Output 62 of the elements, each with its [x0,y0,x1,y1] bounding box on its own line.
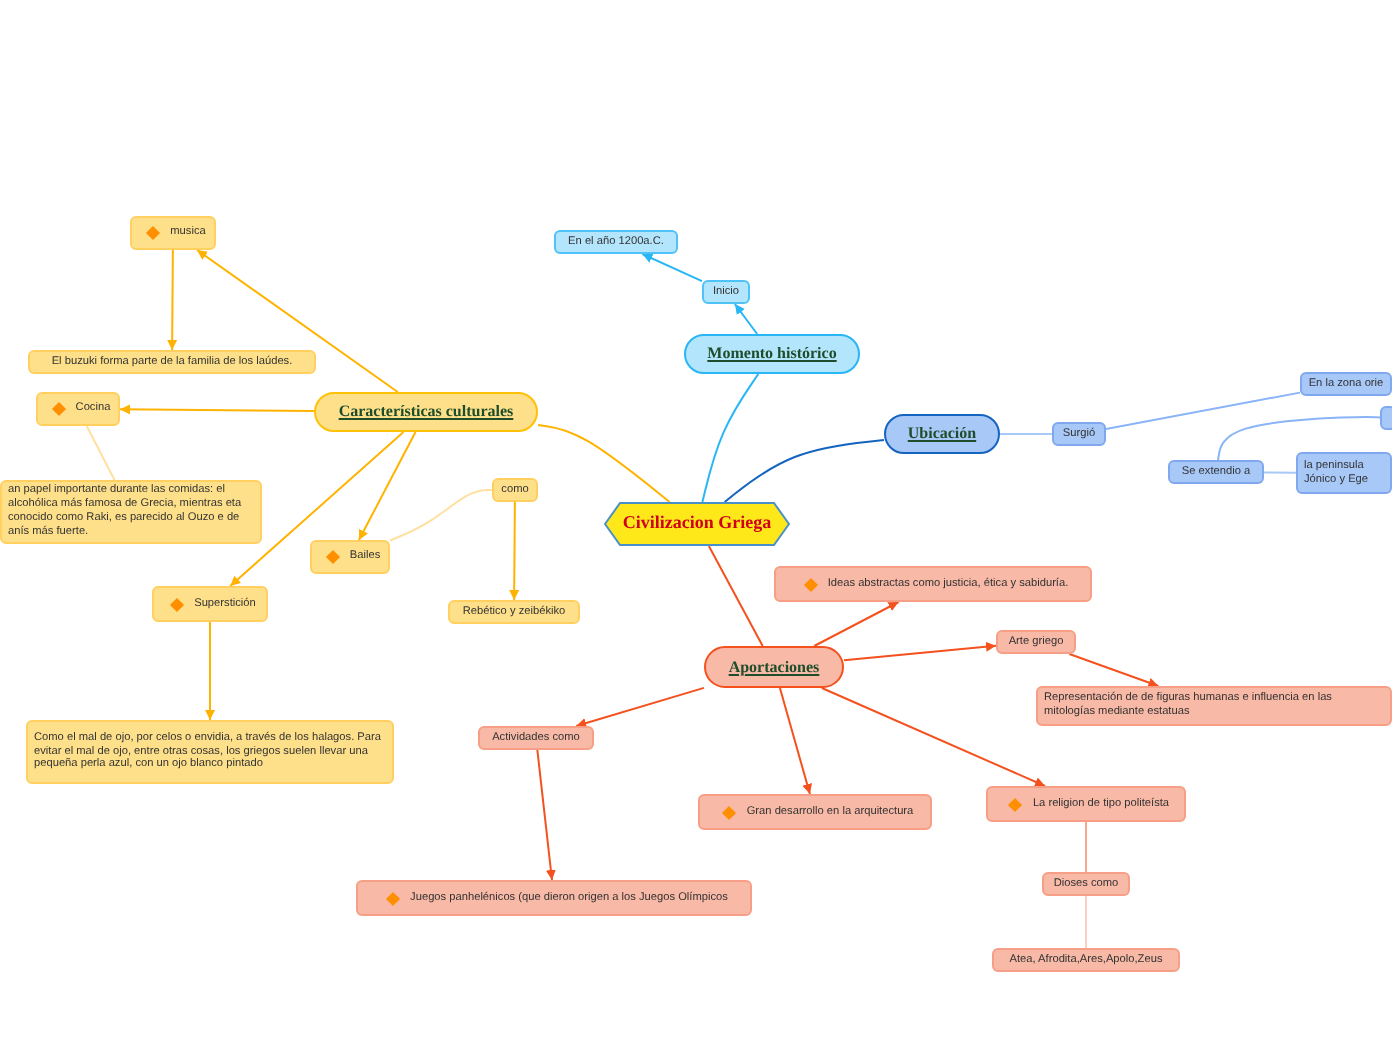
central-topic-hexagon [604,502,790,546]
subtopic-node [492,478,538,502]
topic-node [704,646,844,688]
topic-node [684,334,860,374]
node-text: Ubicación [907,424,977,444]
connector [119,404,315,415]
subtopic-node [702,280,750,304]
topic-node [314,392,538,432]
subtopic-node [0,480,262,544]
subtopic-node [1052,422,1106,446]
connector [509,501,520,601]
node-text: Momento histórico [707,344,837,364]
subtopic-node [26,720,394,784]
subtopic-node [356,880,752,916]
subtopic-node [28,350,316,374]
subtopic-node [774,566,1092,602]
connector [1263,471,1297,474]
node-text: Aportaciones [728,657,820,677]
connector [537,424,671,503]
connector [707,545,764,647]
node-text: Civilizacion Griega [622,512,772,536]
connector [1085,895,1087,949]
connector [389,489,493,542]
connector [733,303,759,335]
connector [196,249,399,393]
subtopic-node [36,392,120,426]
connector [820,687,1046,787]
connector [1068,653,1160,688]
connector [813,601,900,647]
connector [641,253,703,283]
subtopic-node [996,630,1076,654]
subtopic-node [1036,686,1392,726]
subtopic-node [130,216,216,250]
connector [1085,821,1087,873]
subtopic-node [310,540,390,574]
connector [205,621,215,721]
connector [701,373,760,503]
connector [843,641,997,662]
topic-node [884,414,1000,454]
connector [357,431,417,541]
subtopic-node [986,786,1186,822]
subtopic-node [1300,372,1392,396]
connector [229,431,405,587]
subtopic-node [1296,452,1392,494]
connector [999,433,1053,435]
connector [85,425,116,481]
subtopic-node [992,948,1180,972]
subtopic-node [478,726,594,750]
subtopic-node [698,794,932,830]
connector [778,687,812,795]
subtopic-node [1042,872,1130,896]
connector [1105,391,1301,430]
subtopic-node [554,230,678,254]
subtopic-node [152,586,268,622]
connector [167,249,178,351]
subtopic-node [448,600,580,624]
node-text: Características culturales [338,402,514,422]
connector [536,749,556,881]
connector [723,439,885,503]
connector [575,686,705,728]
subtopic-node [1168,460,1264,484]
box-node [1380,406,1392,430]
